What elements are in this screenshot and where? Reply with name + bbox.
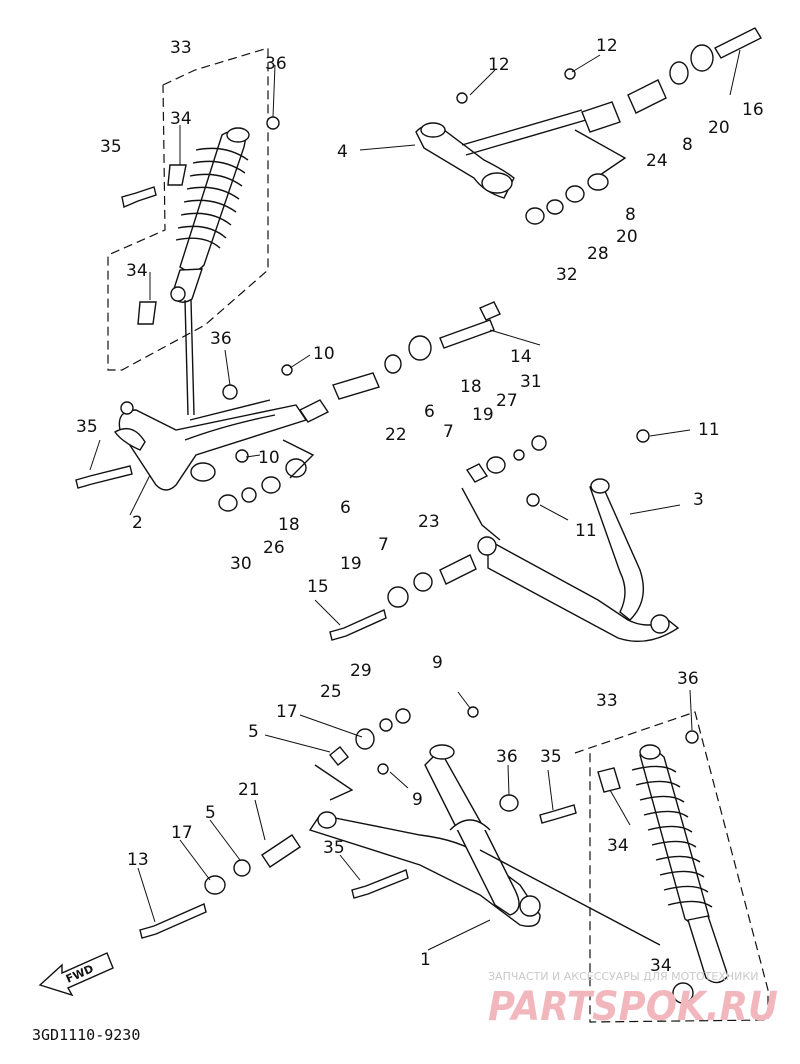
callout-24: 24 xyxy=(646,151,668,171)
callout-28: 28 xyxy=(587,244,609,264)
callout-26: 26 xyxy=(263,538,285,558)
callout-6b: 6 xyxy=(340,498,351,518)
callout-21: 21 xyxy=(238,780,260,800)
callout-19b: 19 xyxy=(340,554,362,574)
callout-15: 15 xyxy=(307,577,329,597)
callout-25: 25 xyxy=(320,682,342,702)
callout-7a: 7 xyxy=(443,422,454,442)
callout-11b: 11 xyxy=(575,521,597,541)
callout-5b: 5 xyxy=(205,803,216,823)
callout-5a: 5 xyxy=(248,722,259,742)
lower-arm-left-bushings xyxy=(218,301,501,512)
callout-7b: 7 xyxy=(378,535,389,555)
callout-35d: 35 xyxy=(540,747,562,767)
callout-34d: 34 xyxy=(650,956,672,976)
callout-19a: 19 xyxy=(472,405,494,425)
callout-20a: 20 xyxy=(708,118,730,138)
callout-2: 2 xyxy=(132,513,143,533)
callout-22: 22 xyxy=(385,425,407,445)
callout-36d: 36 xyxy=(677,669,699,689)
callout-20b: 20 xyxy=(616,227,638,247)
watermark-brand: PARTSPOK.RU xyxy=(488,984,778,1030)
callout-13: 13 xyxy=(127,850,149,870)
watermark: ЗАПЧАСТИ И АКСЕССУАРЫ ДЛЯ МОТОТЕХНИКИ PA… xyxy=(488,970,778,1030)
callout-6a: 6 xyxy=(424,402,435,422)
callout-34b: 34 xyxy=(126,261,148,281)
callout-3: 3 xyxy=(693,490,704,510)
callout-23: 23 xyxy=(418,512,440,532)
callout-4: 4 xyxy=(337,142,348,162)
callout-36b: 36 xyxy=(210,329,232,349)
upper-arm-right xyxy=(329,429,680,643)
callout-1: 1 xyxy=(420,950,431,970)
callout-18b: 18 xyxy=(278,515,300,535)
rear-left-shock-absorber xyxy=(107,47,280,416)
callout-8a: 8 xyxy=(682,135,693,155)
callout-36c: 36 xyxy=(496,747,518,767)
callout-34c: 34 xyxy=(607,836,629,856)
callout-35b: 35 xyxy=(76,417,98,437)
callout-31: 31 xyxy=(520,372,542,392)
watermark-caption: ЗАПЧАСТИ И АКСЕССУАРЫ ДЛЯ МОТОТЕХНИКИ xyxy=(488,970,758,983)
callout-16: 16 xyxy=(742,100,764,120)
lower-arm-left xyxy=(75,399,308,491)
callout-30: 30 xyxy=(230,554,252,574)
callout-12a: 12 xyxy=(488,55,510,75)
callout-17a: 17 xyxy=(276,702,298,722)
diagram-code: 3GD1110-9230 xyxy=(32,1026,140,1044)
callout-11a: 11 xyxy=(698,420,720,440)
callout-numbers: 1 2 3 4 5 5 6 6 7 7 8 8 9 9 10 10 11 11 … xyxy=(76,36,764,976)
callout-33b: 33 xyxy=(596,691,618,711)
callout-33a: 33 xyxy=(170,38,192,58)
upper-arm-top xyxy=(415,27,762,225)
callout-18a: 18 xyxy=(460,377,482,397)
callout-12b: 12 xyxy=(596,36,618,56)
callout-32: 32 xyxy=(556,265,578,285)
callout-29: 29 xyxy=(350,661,372,681)
callout-34a: 34 xyxy=(170,109,192,129)
lower-arm-bottom xyxy=(139,706,661,946)
callout-36a: 36 xyxy=(265,54,287,74)
forward-arrow-icon: FWD xyxy=(38,952,114,997)
callout-27: 27 xyxy=(496,391,518,411)
callout-17b: 17 xyxy=(171,823,193,843)
callout-9b: 9 xyxy=(412,790,423,810)
leader-lines xyxy=(89,49,741,951)
callout-14: 14 xyxy=(510,347,532,367)
callout-10b: 10 xyxy=(258,448,280,468)
front-right-shock-absorber xyxy=(574,711,769,1023)
callout-9a: 9 xyxy=(432,653,443,673)
callout-8b: 8 xyxy=(625,205,636,225)
callout-35c: 35 xyxy=(323,838,345,858)
callout-10a: 10 xyxy=(313,344,335,364)
callout-35a: 35 xyxy=(100,137,122,157)
